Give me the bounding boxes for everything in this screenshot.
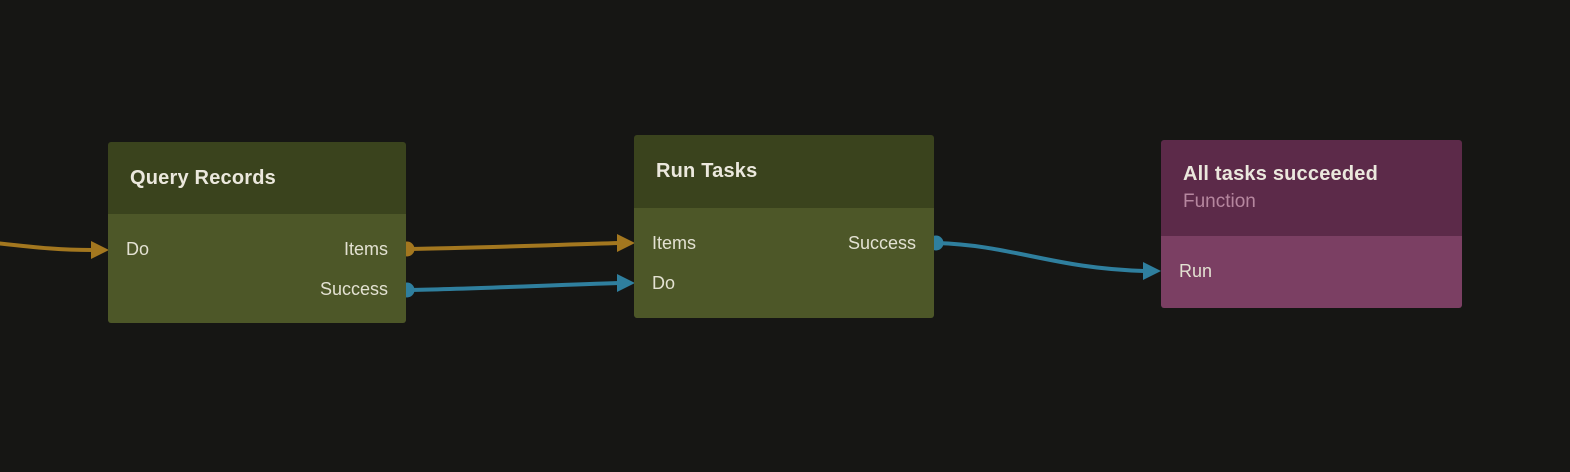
node-header: Run Tasks [634,135,934,208]
port-row: Items Success [652,223,916,263]
port-row: Run [1179,251,1444,291]
input-port-label: Do [126,238,150,259]
output-port-label: Success [847,232,916,253]
node-title: Run Tasks [656,160,758,182]
output-port-label: Items [343,238,388,259]
node-header: Query Records [108,142,406,214]
input-port-label: Run [1179,260,1213,281]
node-run-tasks[interactable]: Run Tasks Items Success Do [634,135,934,318]
input-port-arrow[interactable] [1143,262,1161,280]
input-port-label: Do [652,272,676,293]
wire[interactable] [405,241,621,251]
input-port-label: Items [652,232,697,253]
wire[interactable] [405,281,621,292]
node-all-tasks-succeeded[interactable]: All tasks succeeded Function Run [1161,140,1462,308]
node-subtitle: Function [1183,191,1256,212]
input-port-arrow[interactable] [617,274,635,292]
node-body: Run [1161,236,1462,308]
port-row: Do Items [126,229,388,269]
node-header: All tasks succeeded Function [1161,140,1462,236]
input-port-arrow[interactable] [617,234,635,252]
node-query-records[interactable]: Query Records Do Items Success [108,142,406,323]
input-port-arrow[interactable] [91,241,109,259]
node-body: Items Success Do [634,208,934,318]
wire[interactable] [934,241,1148,273]
node-title: All tasks succeeded [1183,163,1379,185]
port-row: Success [126,269,388,309]
port-row: Do [652,263,916,303]
node-body: Do Items Success [108,214,406,323]
wire[interactable] [0,241,95,252]
output-port-label: Success [319,278,388,299]
node-title: Query Records [130,166,276,189]
